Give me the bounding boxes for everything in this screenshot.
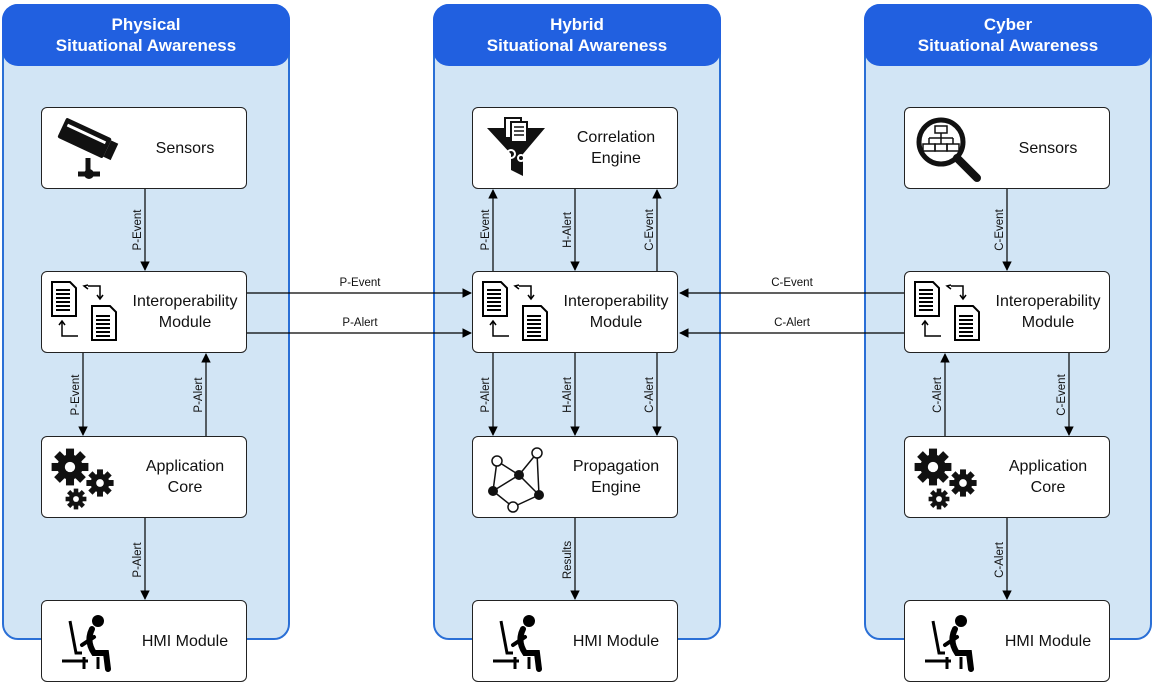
network-magnifier-icon (916, 117, 981, 182)
physical-sensors-box[interactable]: Sensors (41, 107, 247, 189)
physical-sensors-label: Sensors (155, 139, 215, 157)
physical-core-label: Application Core (145, 458, 225, 496)
edge-label: C-Event (771, 277, 813, 289)
cyber-hmi-box[interactable]: HMI Module (904, 600, 1110, 682)
hybrid-propagation-label: Propagation Engine (572, 458, 660, 496)
hybrid-interop-label: Interoperability Module (563, 293, 669, 331)
physical-interop-label: Interoperability Module (132, 293, 238, 331)
edge-label: P-Alert (342, 317, 378, 329)
hybrid-interop-box[interactable]: Interoperability Module (472, 271, 678, 353)
hybrid-correlation-label: Correlation Engine (576, 129, 656, 167)
documents-exchange-icon (51, 281, 117, 341)
hybrid-hmi-label: HMI Module (572, 632, 660, 650)
cyber-core-label: Application Core (1008, 458, 1088, 496)
hybrid-lane-header: Hybrid Situational Awareness (433, 4, 721, 66)
edge-label: C-Alert (774, 317, 811, 329)
documents-exchange-icon (914, 281, 980, 341)
gears-icon (48, 443, 124, 513)
cyber-sensors-label: Sensors (1018, 139, 1078, 157)
graph-network-icon (488, 447, 544, 513)
hybrid-propagation-box[interactable]: Propagation Engine (472, 436, 678, 518)
hybrid-correlation-box[interactable]: Correlation Engine (472, 107, 678, 189)
cyber-interop-box[interactable]: Interoperability Module (904, 271, 1110, 353)
security-camera-icon (57, 118, 119, 179)
edge-label: P-Event (340, 277, 382, 289)
physical-hmi-box[interactable]: HMI Module (41, 600, 247, 682)
cyber-interop-label: Interoperability Module (995, 293, 1101, 331)
physical-lane-header: Physical Situational Awareness (2, 4, 290, 66)
cyber-hmi-label: HMI Module (1004, 632, 1092, 650)
gears-icon (911, 443, 987, 513)
cyber-lane-header: Cyber Situational Awareness (864, 4, 1152, 66)
operator-at-computer-icon (911, 607, 987, 677)
cyber-core-box[interactable]: Application Core (904, 436, 1110, 518)
hybrid-hmi-box[interactable]: HMI Module (472, 600, 678, 682)
operator-at-computer-icon (48, 607, 124, 677)
physical-interop-box[interactable]: Interoperability Module (41, 271, 247, 353)
cyber-sensors-box[interactable]: Sensors (904, 107, 1110, 189)
documents-exchange-icon (482, 281, 548, 341)
physical-hmi-label: HMI Module (141, 632, 229, 650)
funnel-documents-icon (487, 117, 545, 176)
operator-at-computer-icon (479, 607, 555, 677)
physical-core-box[interactable]: Application Core (41, 436, 247, 518)
